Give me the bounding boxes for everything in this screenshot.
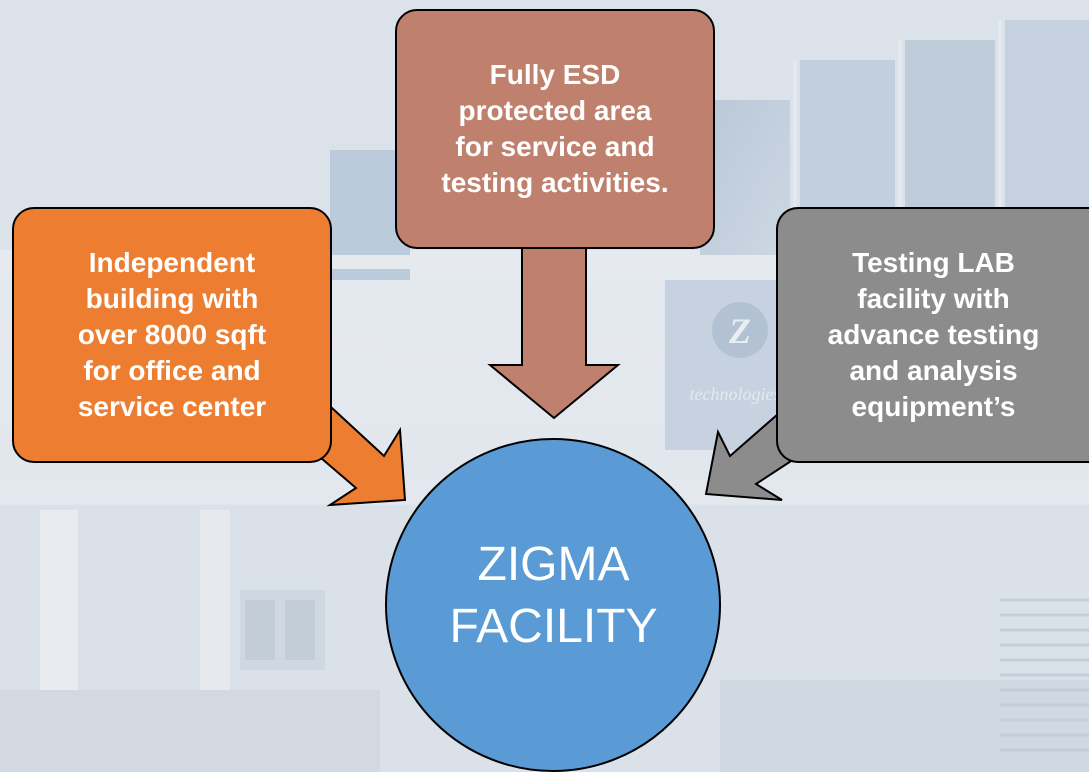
arrow-top-down — [487, 244, 621, 420]
sign-logo-letter: Z — [728, 311, 751, 351]
sign-logo-word: technologies — [690, 384, 781, 404]
gate-grille — [1000, 598, 1089, 752]
callout-text-esd: Fully ESD protected area for service and… — [441, 59, 669, 198]
callout-text-testing-lab: Testing LAB facility with advance testin… — [827, 247, 1040, 422]
callout-text-building: Independent building with over 8000 sqft… — [77, 247, 267, 422]
callout-box-building: Independent building with over 8000 sqft… — [12, 207, 332, 463]
callout-box-esd: Fully ESD protected area for service and… — [395, 9, 715, 249]
callout-box-testing-lab: Testing LAB facility with advance testin… — [776, 207, 1089, 463]
center-label: ZIGMA FACILITY — [386, 438, 721, 772]
center-label-text: ZIGMA FACILITY — [449, 538, 658, 653]
center-circle — [385, 438, 721, 772]
